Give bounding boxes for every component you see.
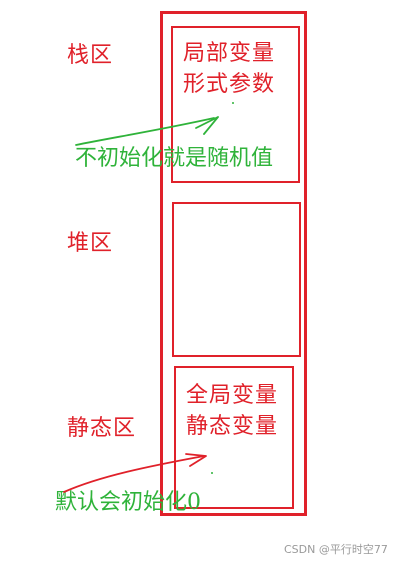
static-region-box — [174, 366, 294, 509]
stack-content-params: 形式参数 — [183, 72, 276, 97]
static-content-globals: 全局变量 — [186, 383, 279, 408]
static-section-label: 静态区 — [67, 416, 137, 441]
stack-content-local-vars: 局部变量 — [183, 41, 276, 66]
memory-layout-frame — [160, 11, 307, 516]
heap-region-box — [172, 202, 301, 357]
stack-section-label: 栈区 — [67, 43, 114, 68]
static-dot — [211, 472, 213, 474]
watermark: CSDN @平行时空77 — [284, 543, 388, 556]
static-content-statics: 静态变量 — [186, 414, 279, 439]
stack-note-arrowhead — [195, 116, 219, 135]
static-note: 默认会初始化0 — [55, 490, 201, 515]
static-note-arrow — [63, 455, 205, 493]
heap-section-label: 堆区 — [67, 231, 114, 256]
stack-dot — [232, 102, 234, 104]
static-note-arrowhead — [185, 453, 207, 467]
stack-region-box — [171, 26, 300, 183]
stack-note-arrow — [75, 117, 215, 146]
stack-note: 不初始化就是随机值 — [75, 146, 274, 171]
